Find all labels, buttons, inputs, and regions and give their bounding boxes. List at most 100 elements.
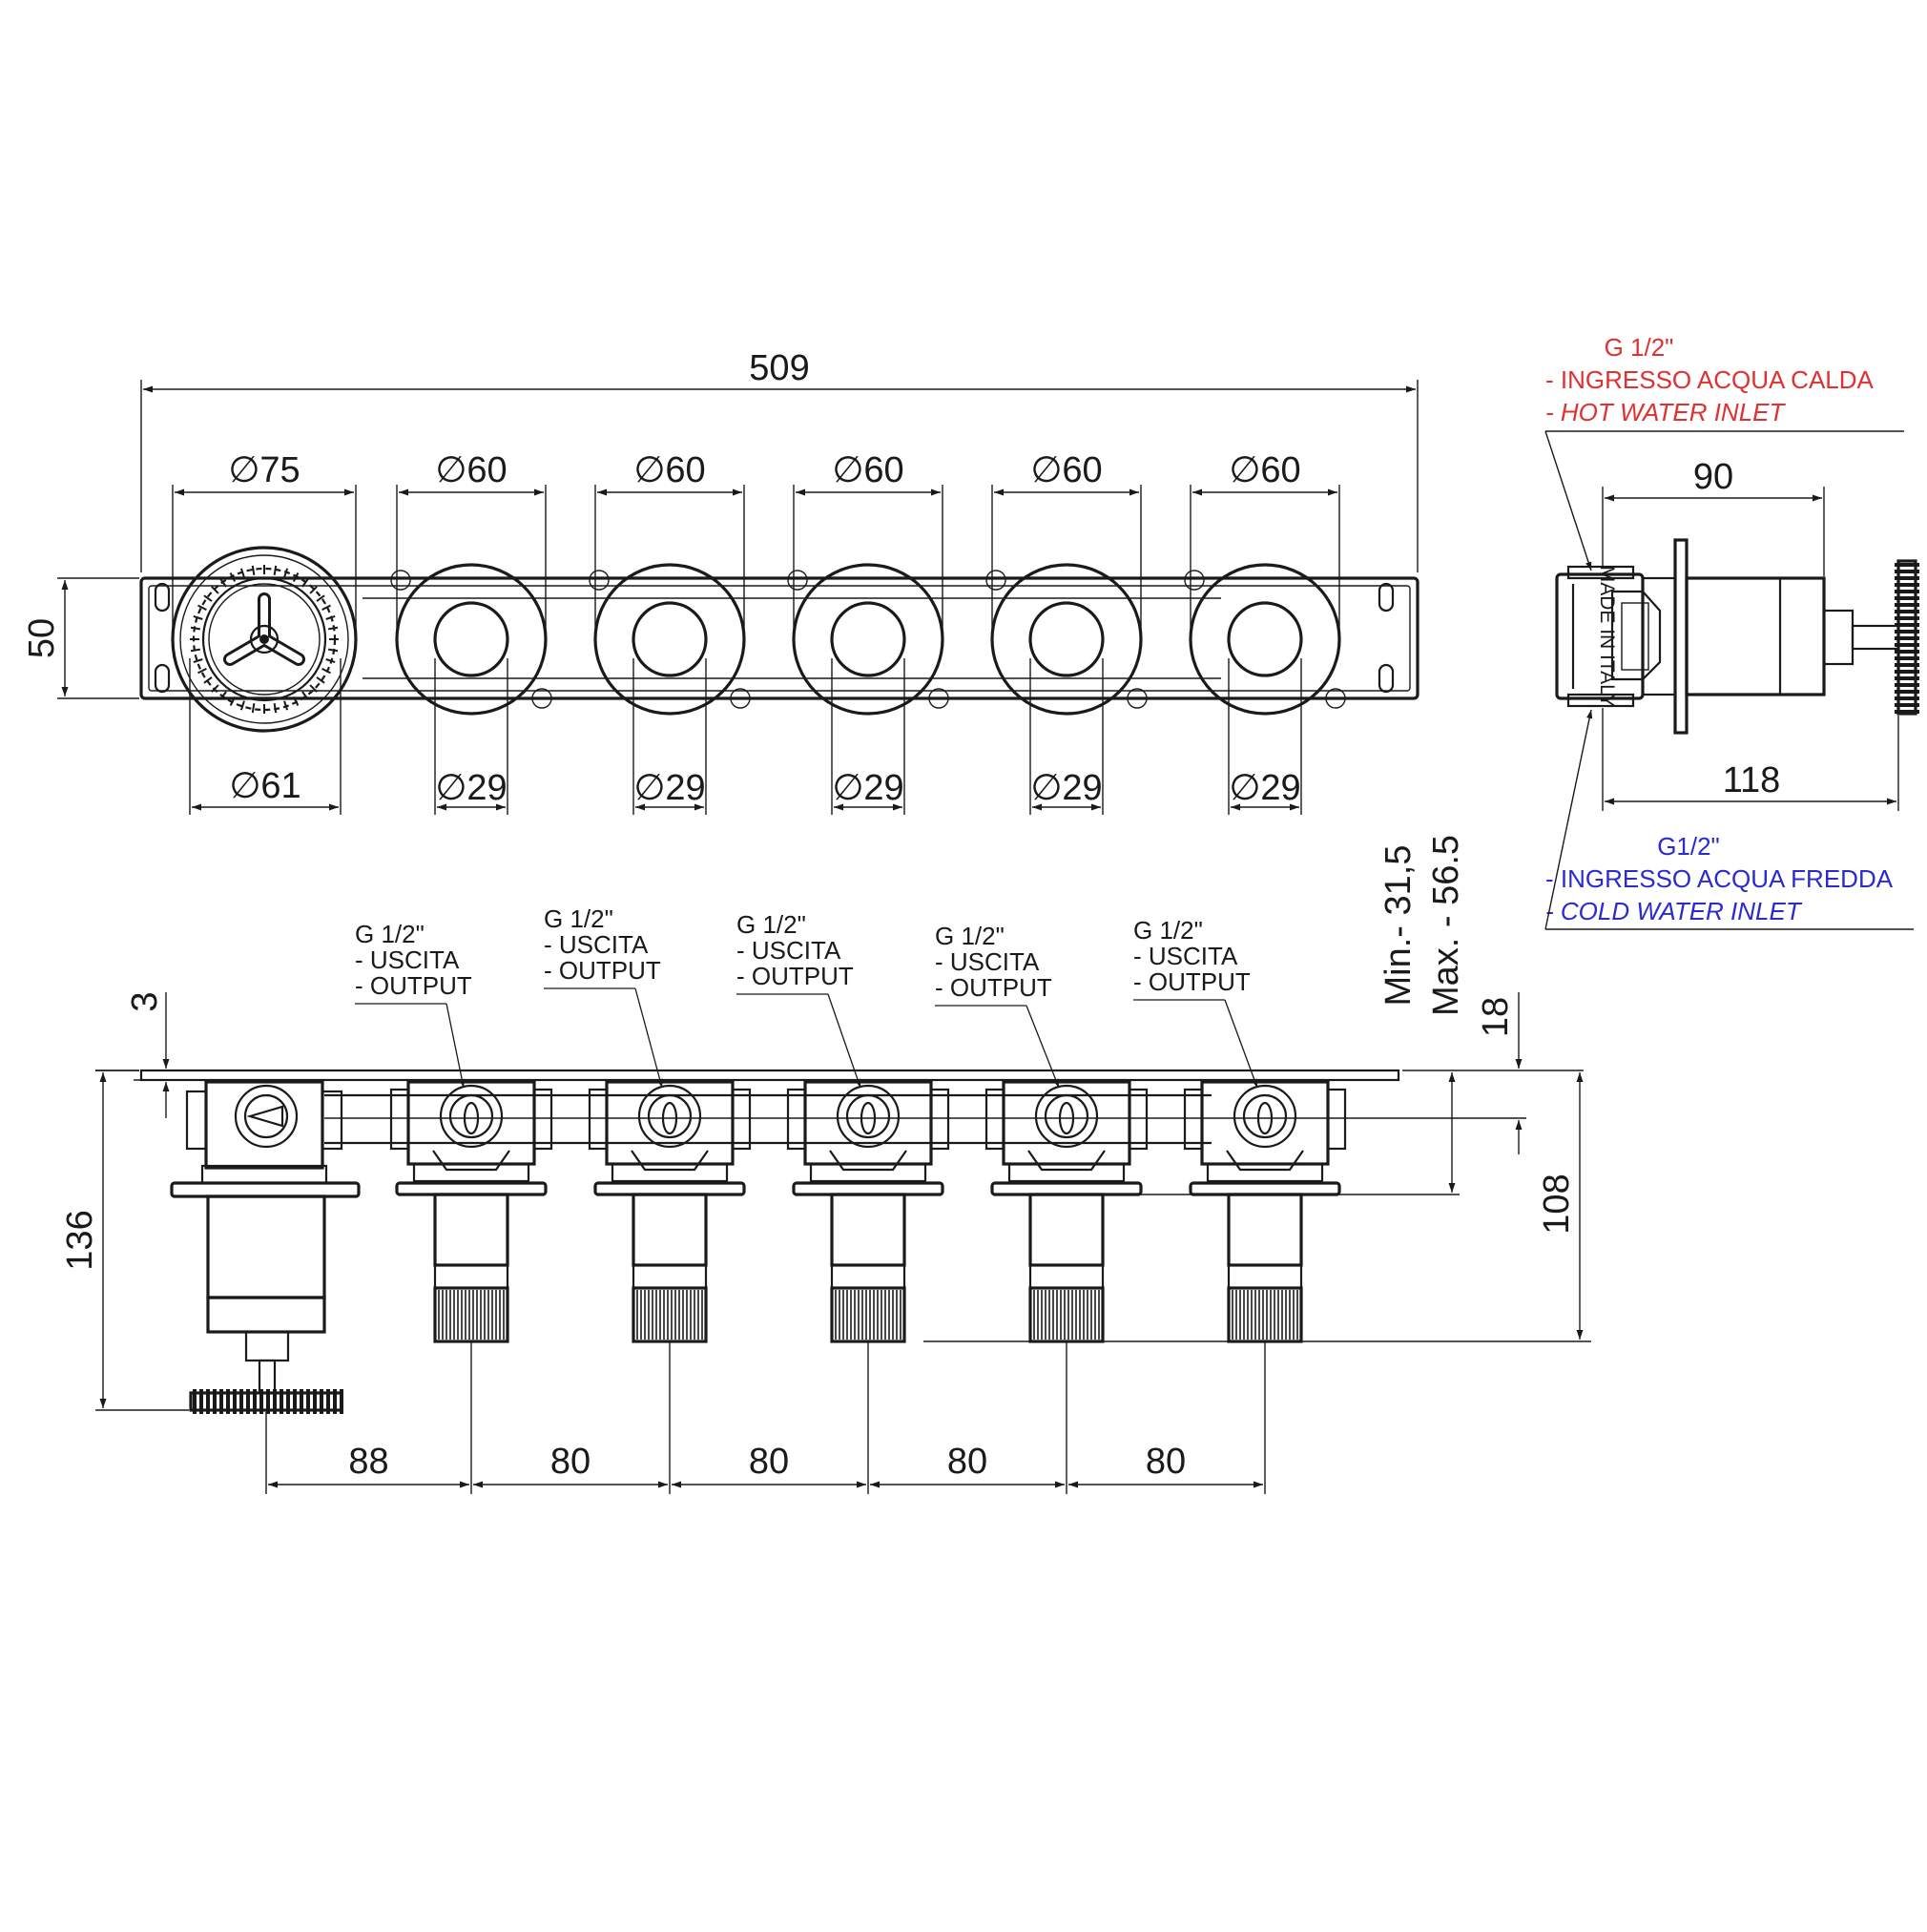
front-valve-2	[589, 563, 751, 716]
valve-knob	[433, 601, 509, 677]
valve-knob	[632, 601, 708, 677]
front-valve-dims-2: ∅60∅29	[594, 450, 745, 815]
output-en: - OUTPUT	[544, 956, 661, 985]
gear-tooth	[273, 703, 278, 714]
side-body-bottom-cap	[1566, 693, 1635, 708]
side-view: MADE IN ITALY 90 118 G 1/2" - INGRESSO A…	[1544, 333, 1919, 930]
hot-inlet-en: - HOT WATER INLET	[1545, 398, 1786, 426]
wheel-tooth	[1895, 610, 1919, 613]
valve-clamp	[1226, 1150, 1304, 1172]
dim-valve-diameter: ∅60	[1229, 450, 1300, 490]
gear-tooth	[190, 626, 200, 631]
valve-outlet-inner	[647, 1093, 693, 1139]
valve-rosette	[1189, 563, 1341, 716]
callout-leader	[827, 993, 861, 1089]
wheel-tooth	[280, 1389, 283, 1414]
gear-tooth	[292, 572, 300, 582]
dim-main-inner: ∅61	[229, 766, 300, 806]
hot-inlet-size: G 1/2"	[1605, 333, 1674, 362]
dim-spacing: 80	[1146, 1442, 1186, 1482]
gear-tooth	[190, 648, 200, 653]
wheel-tooth	[1895, 636, 1919, 640]
dim-valve-diameter: ∅60	[832, 450, 903, 490]
dim-knob-diameter: ∅29	[1229, 768, 1300, 808]
top-valve-3	[786, 1080, 950, 1343]
valve-port-left	[1183, 1088, 1204, 1151]
valve-port-right	[731, 1088, 752, 1151]
side-cartridge	[1610, 590, 1662, 681]
gear-tooth	[251, 703, 256, 714]
callout-leader	[1224, 999, 1258, 1089]
valve-outlet	[439, 1084, 504, 1149]
front-view: 509 50 ∅75 ∅61 ∅60∅29∅60∅29∅60∅29∅60∅29∅…	[22, 348, 1419, 815]
mount-slot-left-bottom	[154, 663, 171, 694]
wheel-tooth	[333, 1389, 337, 1414]
wheel-tooth	[253, 1389, 257, 1414]
wheel-tooth	[246, 1389, 250, 1414]
valve-screw	[531, 688, 552, 709]
top-mixer	[170, 1080, 361, 1412]
dim-install-min: Min.- 31,5	[1378, 845, 1419, 1007]
dim-valve-diameter: ∅60	[1030, 450, 1102, 490]
valve-rosette	[593, 1181, 746, 1196]
valve-outlet-inner	[1242, 1093, 1288, 1139]
wheel-tooth	[239, 1389, 243, 1414]
output-callout-2: G 1/2"- USCITA- OUTPUT	[544, 904, 663, 1089]
dim-valve-depth: 108	[1537, 1174, 1577, 1234]
valve-rosette	[395, 1181, 548, 1196]
output-callout-5: G 1/2"- USCITA- OUTPUT	[1133, 916, 1258, 1089]
wheel-tooth	[219, 1389, 223, 1414]
side-handwheel-teeth	[1895, 563, 1919, 714]
wheel-tooth	[306, 1389, 310, 1414]
valve-port-right	[929, 1088, 950, 1151]
mount-slot-left-top	[154, 582, 171, 613]
valve-screw	[928, 688, 949, 709]
gear-tooth	[219, 691, 227, 700]
hot-inlet-it: - INGRESSO ACQUA CALDA	[1545, 365, 1875, 394]
front-valve-dimensions: ∅60∅29∅60∅29∅60∅29∅60∅29∅60∅29	[396, 450, 1340, 815]
wheel-tooth	[326, 1389, 330, 1414]
output-size: G 1/2"	[355, 920, 425, 948]
mount-slot-right-bottom	[1378, 663, 1395, 694]
wheel-tooth	[340, 1389, 343, 1414]
front-valves	[190, 563, 1346, 716]
valve-clamp	[631, 1150, 709, 1172]
wheel-tooth	[286, 1389, 290, 1414]
side-stem-collar	[1822, 609, 1854, 666]
valve-port-right	[1326, 1088, 1347, 1151]
gear-tooth	[239, 568, 245, 578]
output-it: - USCITA	[544, 930, 649, 959]
gear-tooth	[325, 614, 336, 620]
side-body-top-cap	[1566, 565, 1635, 580]
gear-tooth	[328, 626, 339, 631]
wheel-tooth	[1895, 670, 1919, 674]
dim-knob-diameter: ∅29	[832, 768, 903, 808]
valve-screw	[390, 570, 411, 591]
top-valves	[389, 1080, 1347, 1343]
wheel-tooth	[293, 1389, 297, 1414]
gear-tooth	[219, 578, 227, 588]
wheel-tooth	[213, 1389, 217, 1414]
wheel-tooth	[1895, 596, 1919, 600]
valve-port-right	[1128, 1088, 1149, 1151]
dim-spacing: 80	[550, 1442, 591, 1482]
gear-tooth	[316, 676, 325, 684]
valve-port-left	[389, 1088, 410, 1151]
front-plate-inner	[148, 585, 1411, 692]
output-size: G 1/2"	[544, 904, 613, 933]
dim-outlet-offset: 18	[1476, 997, 1516, 1037]
valve-clamp	[829, 1150, 907, 1172]
front-valve-dims-3: ∅60 ∅29	[793, 450, 943, 815]
valve-spindle-ring	[1227, 1263, 1303, 1290]
wheel-tooth	[1895, 563, 1919, 567]
wheel-tooth	[1895, 643, 1919, 647]
valve-port-left	[588, 1088, 609, 1151]
valve-spindle	[830, 1193, 906, 1267]
dim-side-depth: 90	[1693, 457, 1733, 497]
cold-water-callout: G1/2" - INGRESSO ACQUA FREDDA - COLD WAT…	[1544, 709, 1914, 930]
gear-tooth	[193, 658, 203, 664]
valve-port-right	[532, 1088, 553, 1151]
wheel-tooth	[300, 1389, 303, 1414]
top-valve-5	[1183, 1080, 1347, 1343]
wheel-tooth	[1895, 710, 1919, 714]
